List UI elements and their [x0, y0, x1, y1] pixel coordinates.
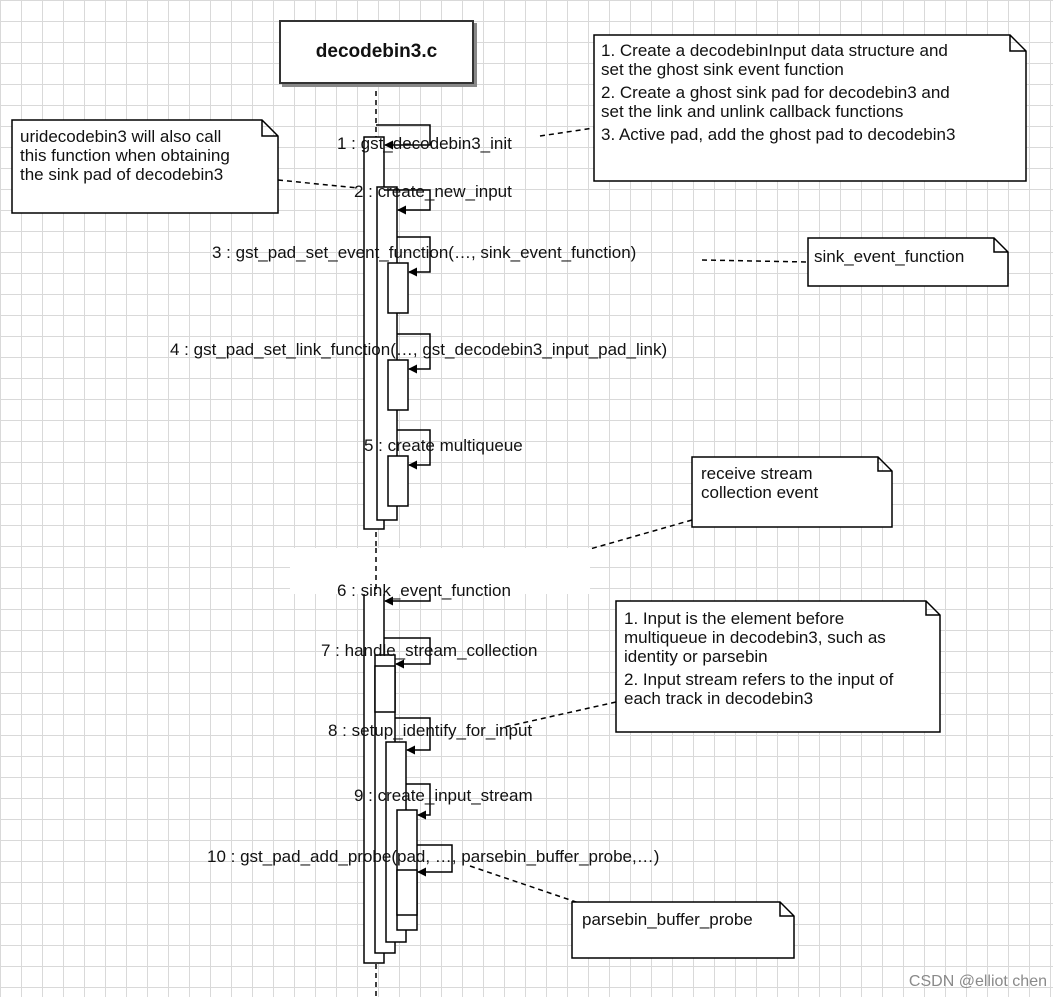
- lifeline-title: decodebin3.c: [315, 41, 438, 62]
- note-uridecodebin: uridecodebin3 will also call this functi…: [20, 127, 230, 184]
- note-receive-line: receive stream: [701, 464, 813, 483]
- note-init-line: 1. Create a decodebinInput data structur…: [601, 41, 948, 60]
- note-connector-input: [499, 701, 617, 729]
- note-sink-event: sink_event_function: [814, 247, 964, 266]
- note-sink-event-line: sink_event_function: [814, 247, 965, 266]
- message-label-3: 3 : gst_pad_set_event_function(…, sink_e…: [212, 243, 637, 262]
- note-connector-parsebin: [469, 865, 589, 907]
- self-call-arrow-1: [376, 124, 431, 150]
- note-parsebin-line: parsebin_buffer_probe: [582, 910, 753, 929]
- note-uridecodebin-line: this function when obtaining: [20, 146, 230, 165]
- note-box-parsebin: [571, 901, 795, 959]
- note-box-input: [615, 600, 941, 733]
- note-init-para-2: 2. Create a ghost sink pad for decodebin…: [601, 83, 955, 121]
- note-input-line: 2. Input stream refers to the input of: [624, 670, 894, 689]
- self-call-arrow-8: [395, 717, 431, 755]
- lifeline-header: decodebin3.c: [279, 20, 474, 84]
- activation-bar-11: [396, 869, 418, 916]
- activation-bar-3: [387, 262, 409, 314]
- note-input-para-1: 1. Input is the element before multiqueu…: [624, 609, 893, 666]
- self-call-arrow-10: [417, 844, 453, 877]
- note-input-line: multiqueue in decodebin3, such as: [624, 628, 886, 647]
- note-init-line: set the link and unlink callback functio…: [601, 102, 904, 121]
- self-call-arrow-7: [384, 637, 431, 669]
- self-call-arrow-5: [397, 429, 431, 470]
- message-label-7: 7 : handle_stream_collection: [321, 641, 538, 660]
- note-init: 1. Create a decodebinInput data structur…: [601, 41, 955, 148]
- note-input-line: each track in decodebin3: [624, 689, 814, 708]
- note-input: 1. Input is the element before multiqueu…: [624, 609, 893, 712]
- note-box-receive: [691, 456, 893, 528]
- note-init-para-1: 1. Create a decodebinInput data structur…: [601, 41, 955, 79]
- note-receive-line: collection event: [701, 483, 819, 502]
- note-init-para-3: 3. Active pad, add the ghost pad to deco…: [601, 125, 955, 144]
- message-label-5: 5 : create multiqueue: [364, 436, 523, 455]
- note-connector-init: [539, 127, 595, 137]
- self-call-arrow-2: [384, 189, 431, 215]
- self-call-arrow-4: [397, 333, 431, 374]
- note-uridecodebin-line: the sink pad of decodebin3: [20, 165, 224, 184]
- message-label-6: 6 : sink_event_function: [337, 581, 511, 600]
- note-box-sink-event: [807, 237, 1009, 287]
- activation-bar-8: [374, 665, 396, 713]
- note-uridecodebin-line: uridecodebin3 will also call: [20, 127, 222, 146]
- message-label-1: 1 : gst_decodebin3_init: [337, 134, 512, 153]
- note-init-line: 2. Create a ghost sink pad for decodebin…: [601, 83, 950, 102]
- activation-bar-5: [387, 455, 409, 507]
- self-call-arrow-9: [406, 783, 431, 820]
- blank-band: [290, 548, 590, 594]
- note-init-line: set the ghost sink event function: [601, 60, 844, 79]
- note-box-init: [593, 34, 1027, 182]
- self-call-arrow-3: [397, 236, 431, 277]
- note-input-line: identity or parsebin: [624, 647, 768, 666]
- message-label-8: 8 : setup_identify_for_input: [328, 721, 533, 740]
- activation-bar-4: [387, 359, 409, 411]
- note-receive: receive stream collection event: [701, 464, 818, 502]
- note-box-uridecodebin: [11, 119, 279, 214]
- note-input-para-2: 2. Input stream refers to the input of e…: [624, 670, 893, 708]
- message-label-10: 10 : gst_pad_add_probe(pad, …, parsebin_…: [207, 847, 660, 866]
- message-label-9: 9 : create_input_stream: [354, 786, 533, 805]
- watermark: CSDN @elliot chen: [908, 973, 1047, 990]
- note-init-line: 3. Active pad, add the ghost pad to deco…: [601, 125, 956, 144]
- message-label-2: 2 : create_new_input: [354, 182, 512, 201]
- note-input-line: 1. Input is the element before: [624, 609, 845, 628]
- note-connector-uridecodebin: [277, 179, 359, 189]
- message-label-4: 4 : gst_pad_set_link_function(…, gst_dec…: [170, 340, 668, 359]
- note-parsebin: parsebin_buffer_probe: [582, 910, 753, 929]
